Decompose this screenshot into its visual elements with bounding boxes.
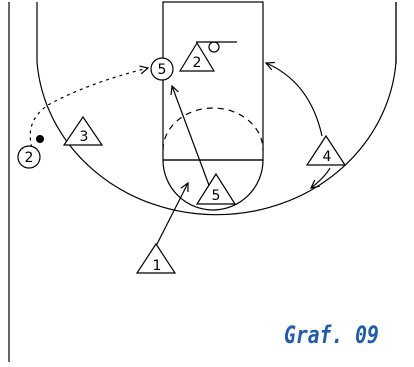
offense-player-5-label: 5 <box>158 62 167 78</box>
ball-icon <box>36 135 44 143</box>
rim <box>208 41 220 53</box>
offense-player-2-marker <box>17 145 41 169</box>
court-lines <box>8 1 397 362</box>
cut-arrow-5 <box>172 86 211 189</box>
three-point-line <box>36 2 397 216</box>
offense-player-1-marker <box>135 242 177 274</box>
offense-player-2: 2 <box>17 145 41 169</box>
defense-player-5-marker <box>195 172 237 205</box>
offense-player-3: 3 <box>62 115 104 146</box>
offense-player-4: 4 <box>305 134 347 166</box>
defense-player-5: 5 <box>195 172 237 205</box>
offense-player-1-label: 1 <box>153 258 162 274</box>
cut-arrow-4-up <box>266 63 323 137</box>
offense-player-2-label: 2 <box>25 150 34 166</box>
figure-caption: Graf. 09 <box>284 321 379 349</box>
cut-arrow-4-down <box>311 167 331 188</box>
free-throw-circle-top <box>162 107 264 151</box>
defense-player-5-label: 5 <box>212 188 221 204</box>
actions <box>29 63 331 249</box>
offense-player-1: 1 <box>135 242 177 274</box>
free-throw-circle-bottom <box>162 159 264 211</box>
offense-player-4-label: 4 <box>323 149 332 165</box>
offense-player-3-label: 3 <box>80 129 89 145</box>
offense-player-5: 5 <box>150 57 174 81</box>
defense-player-2-marker <box>178 41 216 72</box>
offense-player-4-marker <box>305 134 347 166</box>
free-throw-lane <box>162 1 264 161</box>
defense-player-2-label: 2 <box>193 55 202 71</box>
defense-player-2: 2 <box>178 41 216 72</box>
offense-player-3-marker <box>62 115 104 146</box>
offense-player-5-marker <box>150 57 174 81</box>
pass-arrow <box>154 183 188 249</box>
